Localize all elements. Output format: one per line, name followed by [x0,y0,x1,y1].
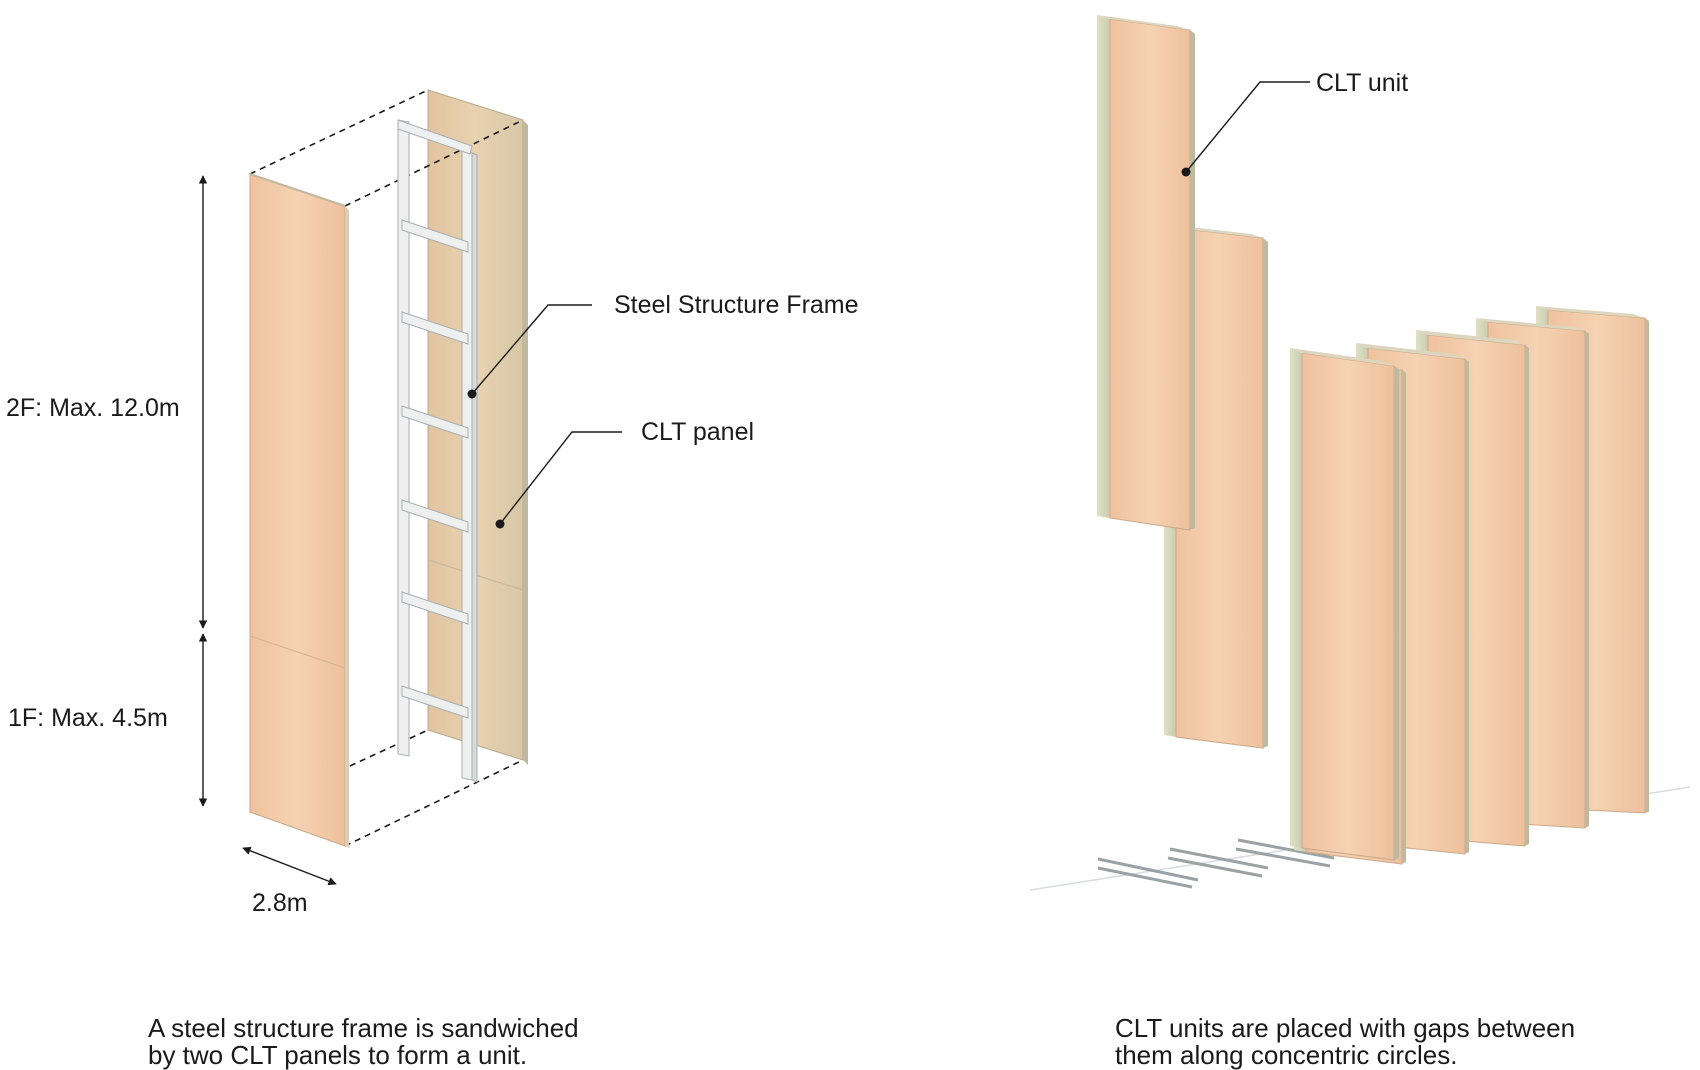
dim-2f-label: 2F: Max. 12.0m [6,394,180,422]
dim-1f-label: 1F: Max. 4.5m [8,704,168,732]
clt-units-arrangement: CLT unit [1029,15,1691,891]
left-caption-line-1: A steel structure frame is sandwiched [148,1013,579,1043]
unit-callout-label: CLT unit [1316,69,1408,97]
left-caption: A steel structure frame is sandwiched by… [148,1015,579,1069]
unit-callout-leader [1185,81,1310,173]
unit-callout-dot [1181,167,1191,177]
dimension-lines [198,175,337,886]
foundation-rails [1097,838,1335,889]
dim-width-label: 2.8m [252,889,308,917]
right-caption-line-1: CLT units are placed with gaps between [1115,1013,1576,1043]
frame-callout-label: Steel Structure Frame [614,291,859,319]
dim-width-arrow [242,846,337,886]
left-caption-line-2: by two CLT panels to form a unit. [148,1040,528,1070]
left-callouts [471,304,622,525]
right-caption-line-2: them along concentric circles. [1115,1040,1458,1070]
frame-callout-dot [467,389,477,399]
front-clt-panel [249,173,349,848]
panel-callout-label: CLT panel [641,418,754,446]
clt-unit-front [1097,15,1195,531]
clt-unit-row-1 [1290,348,1399,861]
clt-unit-exploded: 2F: Max. 12.0m 1F: Max. 4.5m 2.8m Steel … [6,89,859,917]
steel-structure-frame [397,119,478,783]
right-caption: CLT units are placed with gaps between t… [1115,1015,1575,1069]
panel-callout-dot [495,519,505,529]
